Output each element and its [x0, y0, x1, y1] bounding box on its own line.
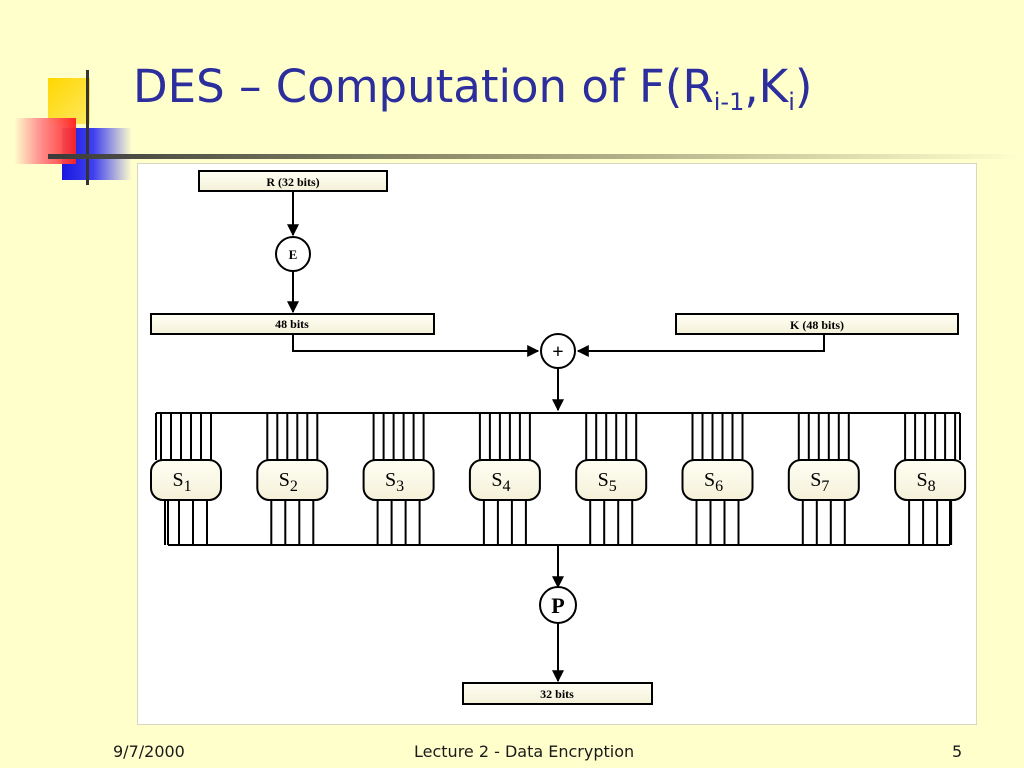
footer-date: 9/7/2000 — [113, 742, 185, 761]
sbox-label: S5 — [598, 469, 617, 495]
sbox-6: S6 — [681, 413, 754, 545]
sbox-7: S7 — [787, 413, 860, 545]
sbox-base-text: S — [279, 469, 290, 491]
sbox-base-text: S — [491, 469, 502, 491]
sbox-shape — [787, 459, 860, 501]
r-input-box: R (32 bits) — [198, 170, 388, 192]
des-f-function-diagram: R (32 bits) E 48 bits K (48 bits) + — [137, 163, 977, 725]
sbox-subscript: 4 — [502, 478, 510, 495]
sbox-subscript: 6 — [715, 478, 723, 495]
permutation-p-node: P — [539, 586, 577, 624]
sbox-base-text: S — [385, 469, 396, 491]
permutation-p-label: P — [551, 593, 564, 618]
r-input-label: R (32 bits) — [266, 175, 319, 189]
expanded-48bits-label: 48 bits — [275, 317, 309, 331]
title-underline — [48, 154, 1024, 159]
footer-lecture-title: Lecture 2 - Data Encryption — [414, 742, 635, 761]
sbox-8: S8 — [894, 413, 967, 545]
sbox-4: S4 — [468, 413, 541, 545]
key-to-xor-arrow — [576, 334, 825, 357]
sbox-subscript: 5 — [609, 478, 617, 495]
sbox-subscript: 1 — [184, 478, 192, 495]
footer-page-number: 5 — [952, 742, 963, 761]
sbox-5: S5 — [575, 413, 648, 545]
sbox-label: S1 — [172, 469, 191, 495]
sbox-shape — [150, 459, 222, 501]
sbox-base-text: S — [704, 469, 715, 491]
sbox-subscript: 8 — [928, 478, 936, 495]
output-32bits-label: 32 bits — [540, 687, 574, 701]
decor-vertical-line — [86, 70, 89, 185]
sbox-base-text: S — [810, 469, 821, 491]
sbox-base-text: S — [598, 469, 609, 491]
xor-label: + — [552, 341, 563, 363]
expansion-e-node: E — [275, 236, 311, 272]
sbox-label: S4 — [491, 469, 510, 495]
sbox-2: S2 — [256, 413, 329, 545]
output-32bits-box: 32 bits — [462, 682, 653, 705]
sbox-subscript: 7 — [821, 478, 829, 495]
sbox-3: S3 — [362, 413, 435, 545]
sbox-shape — [575, 459, 648, 501]
sbox-shape — [894, 459, 967, 501]
expanded-to-xor-arrow — [292, 334, 540, 357]
sbox-shape — [362, 459, 435, 501]
decor-yellow-square — [48, 78, 90, 124]
slide-title: DES – Computation of F(Ri-1,Ki) — [133, 60, 813, 116]
sbox-label: S2 — [279, 469, 298, 495]
sbox-label: S7 — [810, 469, 829, 495]
expanded-48bits-box: 48 bits — [150, 313, 435, 335]
sbox-shape — [681, 459, 754, 501]
sbox-1: S1 — [150, 413, 222, 545]
sbox-shape — [256, 459, 329, 501]
sbox-base-text: S — [172, 469, 183, 491]
sbox-base-text: S — [917, 469, 928, 491]
sbox-subscript: 3 — [396, 478, 404, 495]
xor-node: + — [540, 333, 576, 369]
sbox-shape — [468, 459, 541, 501]
key-48bits-label: K (48 bits) — [790, 318, 844, 332]
sbox-subscript: 2 — [290, 478, 298, 495]
sbox-label: S3 — [385, 469, 404, 495]
key-48bits-box: K (48 bits) — [675, 313, 959, 335]
sbox-label: S8 — [917, 469, 936, 495]
expansion-e-label: E — [289, 247, 298, 262]
sbox-label: S6 — [704, 469, 723, 495]
